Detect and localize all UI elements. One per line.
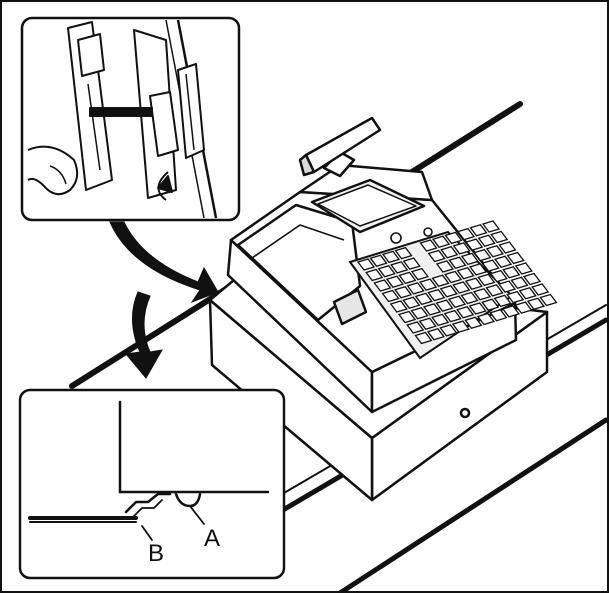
callout-label-b: B <box>148 540 164 567</box>
key <box>443 309 462 323</box>
key <box>431 313 450 327</box>
key <box>414 292 433 306</box>
key <box>452 281 471 294</box>
key <box>397 310 417 324</box>
key <box>469 263 488 276</box>
key <box>494 255 513 269</box>
key <box>477 273 496 287</box>
key <box>394 246 413 260</box>
key <box>539 293 558 307</box>
operator-display <box>298 116 426 234</box>
key <box>526 297 545 311</box>
key <box>422 303 442 316</box>
key <box>435 260 454 273</box>
key <box>431 274 450 288</box>
key <box>473 248 492 262</box>
key <box>356 258 376 271</box>
key <box>381 250 401 264</box>
key <box>501 305 520 318</box>
key <box>439 324 458 337</box>
key <box>365 268 384 282</box>
key <box>447 295 467 309</box>
key <box>481 259 500 272</box>
key <box>440 245 459 259</box>
key <box>427 249 446 263</box>
callout-label-a: A <box>204 525 220 552</box>
key <box>489 308 508 322</box>
key <box>468 302 487 315</box>
key <box>431 235 451 248</box>
key <box>410 267 429 281</box>
key <box>385 275 404 288</box>
key <box>402 257 421 270</box>
key <box>439 285 458 298</box>
key <box>418 317 437 330</box>
key <box>493 294 512 308</box>
key <box>377 264 396 278</box>
key <box>456 266 475 280</box>
key <box>448 256 467 269</box>
key <box>369 254 388 267</box>
key <box>389 300 408 313</box>
key <box>464 277 483 290</box>
key <box>481 220 501 233</box>
key <box>514 301 533 314</box>
key <box>435 299 454 312</box>
key <box>498 241 517 254</box>
key <box>390 261 409 274</box>
key <box>456 306 475 319</box>
key <box>406 282 425 295</box>
key <box>398 271 417 285</box>
key <box>373 279 392 292</box>
key <box>510 276 529 290</box>
key <box>472 287 492 301</box>
key <box>451 320 470 333</box>
key <box>460 252 479 266</box>
key <box>465 238 484 251</box>
key <box>452 242 471 255</box>
key <box>476 312 495 326</box>
key <box>477 234 496 248</box>
key <box>419 239 438 252</box>
key <box>427 288 446 302</box>
key <box>531 283 550 296</box>
key <box>506 290 525 304</box>
key <box>485 245 504 258</box>
key <box>490 230 509 244</box>
key <box>481 298 500 311</box>
key-grid <box>356 220 558 345</box>
inset-clip-detail: B A <box>18 388 286 580</box>
key <box>426 327 445 341</box>
key <box>394 285 413 299</box>
flow-arrows <box>109 221 219 379</box>
key <box>469 224 488 237</box>
key <box>444 231 463 245</box>
key <box>497 280 517 293</box>
key <box>414 331 433 345</box>
inset-handle-detail <box>20 16 241 222</box>
key <box>464 316 483 330</box>
key <box>485 284 504 297</box>
key <box>410 306 429 320</box>
key <box>402 296 421 309</box>
key <box>489 269 508 283</box>
key <box>419 278 438 291</box>
key <box>381 289 400 303</box>
key <box>506 251 525 265</box>
key <box>522 272 542 286</box>
key <box>518 287 537 300</box>
key <box>502 266 521 279</box>
key <box>456 227 476 241</box>
key <box>460 291 479 305</box>
key <box>406 321 425 334</box>
key <box>444 270 463 284</box>
key <box>514 262 533 275</box>
